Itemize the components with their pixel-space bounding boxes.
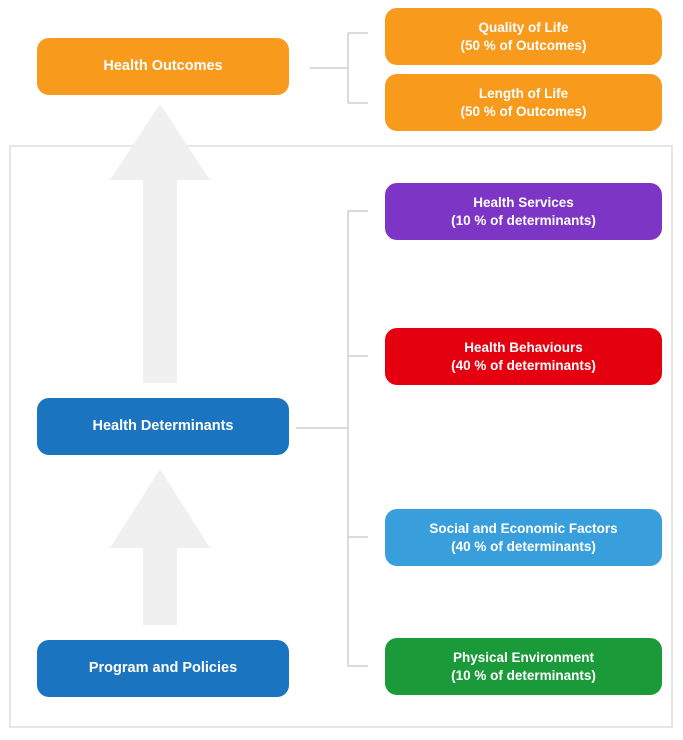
program-and-policies-box: Program and Policies: [37, 640, 289, 697]
quality-of-life-label: Quality of Life: [478, 19, 569, 35]
health-services-share: (10 % of determinants): [451, 212, 596, 228]
physical-environment-label: Physical Environment: [452, 649, 595, 665]
health-determinants-box: Health Determinants: [37, 398, 289, 455]
quality-of-life-share: (50 % of Outcomes): [460, 37, 587, 53]
health-behaviours-label: Health Behaviours: [464, 339, 583, 355]
length-of-life-share: (50 % of Outcomes): [460, 103, 587, 119]
social-economic-factors-label: Social and Economic Factors: [429, 520, 618, 536]
physical-environment-share: (10 % of determinants): [451, 667, 596, 683]
health-outcomes-label: Health Outcomes: [103, 58, 223, 75]
length-of-life-box: Length of Life (50 % of Outcomes): [385, 74, 662, 131]
social-economic-factors-box: Social and Economic Factors (40 % of det…: [385, 509, 662, 566]
quality-of-life-box: Quality of Life (50 % of Outcomes): [385, 8, 662, 65]
length-of-life-label: Length of Life: [478, 85, 569, 101]
social-economic-factors-share: (40 % of determinants): [451, 538, 596, 554]
health-services-box: Health Services (10 % of determinants): [385, 183, 662, 240]
outcomes-connector: [310, 32, 368, 104]
program-and-policies-label: Program and Policies: [88, 660, 238, 677]
health-services-label: Health Services: [473, 194, 574, 210]
arrow-to-determinants: [110, 469, 210, 625]
determinants-connector: [296, 210, 368, 667]
determinants-frame: [9, 145, 673, 728]
health-behaviours-share: (40 % of determinants): [451, 357, 596, 373]
health-determinants-label: Health Determinants: [92, 418, 234, 435]
health-outcomes-box: Health Outcomes: [37, 38, 289, 95]
health-behaviours-box: Health Behaviours (40 % of determinants): [385, 328, 662, 385]
physical-environment-box: Physical Environment (10 % of determinan…: [385, 638, 662, 695]
arrow-to-outcomes: [110, 104, 210, 383]
